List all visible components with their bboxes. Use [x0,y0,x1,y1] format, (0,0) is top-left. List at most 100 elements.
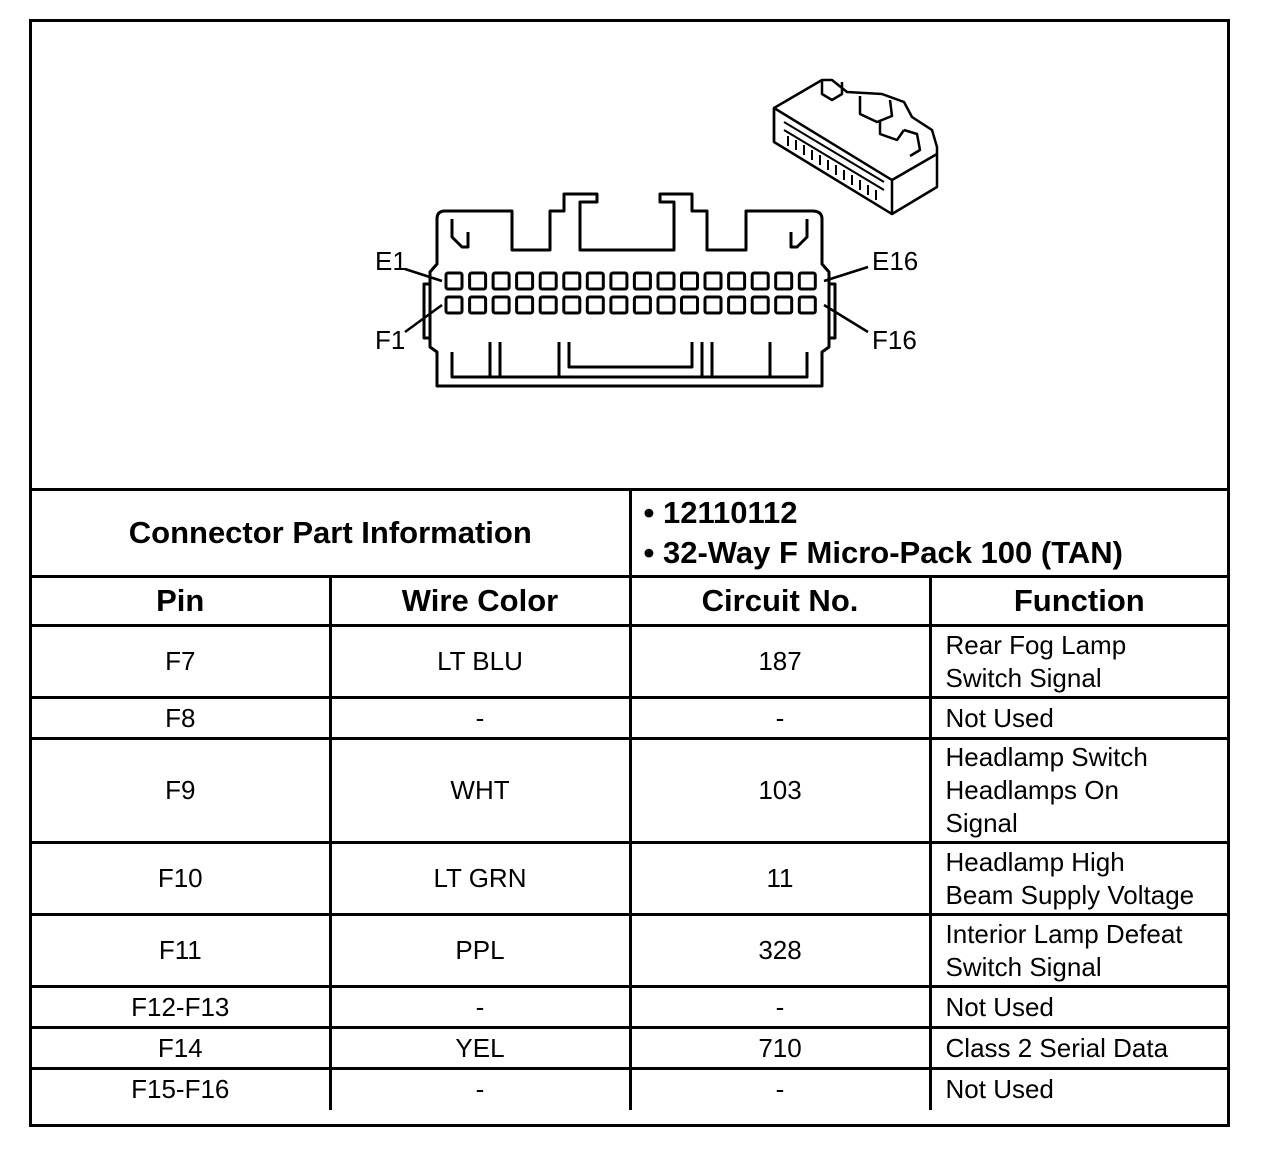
pin-cavity-f1 [444,295,464,315]
table-row: F15-F16--Not Used [32,1067,1228,1110]
pin-cavity-e11 [680,271,699,291]
header-wire-color: Wire Color [328,575,632,627]
pin-cavity-e5 [538,271,558,291]
table-cell-wire-color: - [328,696,632,740]
table-header-row: Pin Wire Color Circuit No. Function [32,575,1228,627]
pin-cavity-f2 [468,295,488,315]
table-cell-circuit-no: - [628,985,932,1029]
table-cell-wire-color: LT BLU [328,624,632,699]
pin-cavity-f10 [656,295,676,315]
table-cell-pin: F11 [32,913,332,988]
function-line: Switch Signal [945,662,1102,693]
pin-cavity-f8 [609,295,629,315]
table-cell-wire-color: PPL [328,913,632,988]
table-cell-wire-color: YEL [328,1026,632,1070]
pin-cavity-f3 [491,295,511,315]
table-cell-circuit-no: - [628,696,932,740]
table-cell-circuit-no: - [628,1067,932,1110]
pin-cavity-f6 [562,295,582,315]
connector-diagram: E1 F1 E16 F16 [32,22,1227,488]
pin-cavity-f9 [632,295,652,315]
function-line: Headlamp High [945,846,1125,877]
header-function: Function [928,575,1228,627]
pin-label-f16: F16 [872,325,917,355]
pin-cavity-f7 [585,295,605,315]
function-line: Class 2 Serial Data [945,1032,1169,1063]
pin-cavity-f14 [750,295,770,315]
connector-face-drawing [404,78,939,388]
pin-cavity-f11 [680,295,699,315]
table-cell-function: Class 2 Serial Data [928,1026,1228,1070]
connector-sheet: E1 F1 E16 F16 Connector Part Information… [29,19,1230,1127]
pin-cavity-e8 [609,271,629,291]
header-circuit-no: Circuit No. [628,575,932,627]
table-cell-circuit-no: 11 [628,841,932,916]
pin-cavity-f15 [774,295,794,315]
pin-cavity-f4 [515,295,535,315]
table-cell-wire-color: - [328,985,632,1029]
pinout-table: Connector Part Information • 12110112 • … [32,488,1228,1110]
table-cell-wire-color: - [328,1067,632,1110]
pin-cavity-e14 [750,271,770,291]
pin-label-f1: F1 [375,325,406,355]
table-cell-wire-color: LT GRN [328,841,632,916]
pin-cavity-e12 [703,271,723,291]
connector-info-row: Connector Part Information • 12110112 • … [32,488,1228,578]
table-cell-function: Not Used [928,1067,1228,1110]
pin-cavity-e1 [444,271,464,291]
connector-3d-view [772,78,939,216]
function-line: Headlamps On [945,775,1119,805]
table-cell-circuit-no: 187 [628,624,932,699]
pin-cavity-f12 [703,295,723,315]
pin-cavity-f5 [538,295,558,315]
pin-cavity-e6 [562,271,582,291]
pin-cavity-e9 [632,271,652,291]
function-line: Beam Supply Voltage [945,879,1195,910]
pin-cavity-e3 [491,271,511,291]
table-cell-function: Not Used [928,696,1228,740]
table-row: F8--Not Used [32,696,1228,740]
header-pin: Pin [32,575,332,627]
pin-cavity-e15 [774,271,794,291]
pin-cavity-e2 [468,271,488,291]
pin-cavity-e4 [515,271,535,291]
table-cell-circuit-no: 328 [628,913,932,988]
table-cell-pin: F10 [32,841,332,916]
pin-cavity-f16 [797,295,817,315]
pin-cavity-f13 [727,295,747,315]
pin-cavity-e10 [656,271,676,291]
table-cell-pin: F7 [32,624,332,699]
table-row: F12-F13--Not Used [32,985,1228,1029]
function-line: Rear Fog Lamp [945,629,1127,660]
pin-label-e16: E16 [872,246,919,276]
connector-info-details: • 12110112 • 32-Way F Micro-Pack 100 (TA… [628,488,1228,578]
table-cell-circuit-no: 103 [628,737,932,844]
function-line: Signal [945,808,1018,838]
table-cell-pin: F8 [32,696,332,740]
table-cell-pin: F9 [32,737,332,844]
table-cell-wire-color: WHT [328,737,632,844]
table-cell-circuit-no: 710 [628,1026,932,1070]
pin-cavity-e13 [727,271,747,291]
table-cell-pin: F12-F13 [32,985,332,1029]
table-cell-pin: F14 [32,1026,332,1070]
function-line: Not Used [945,991,1054,1022]
function-line: Headlamp Switch [945,742,1148,772]
pin-cavity-e16 [797,271,817,291]
connector-description: • 32-Way F Micro-Pack 100 (TAN) [643,535,1123,570]
table-cell-function: Not Used [928,985,1228,1029]
connector-info-title: Connector Part Information [32,488,632,578]
function-line: Switch Signal [945,951,1102,982]
table-cell-pin: F15-F16 [32,1067,332,1110]
function-line: Not Used [945,702,1054,733]
function-line: Interior Lamp Defeat [945,918,1183,949]
